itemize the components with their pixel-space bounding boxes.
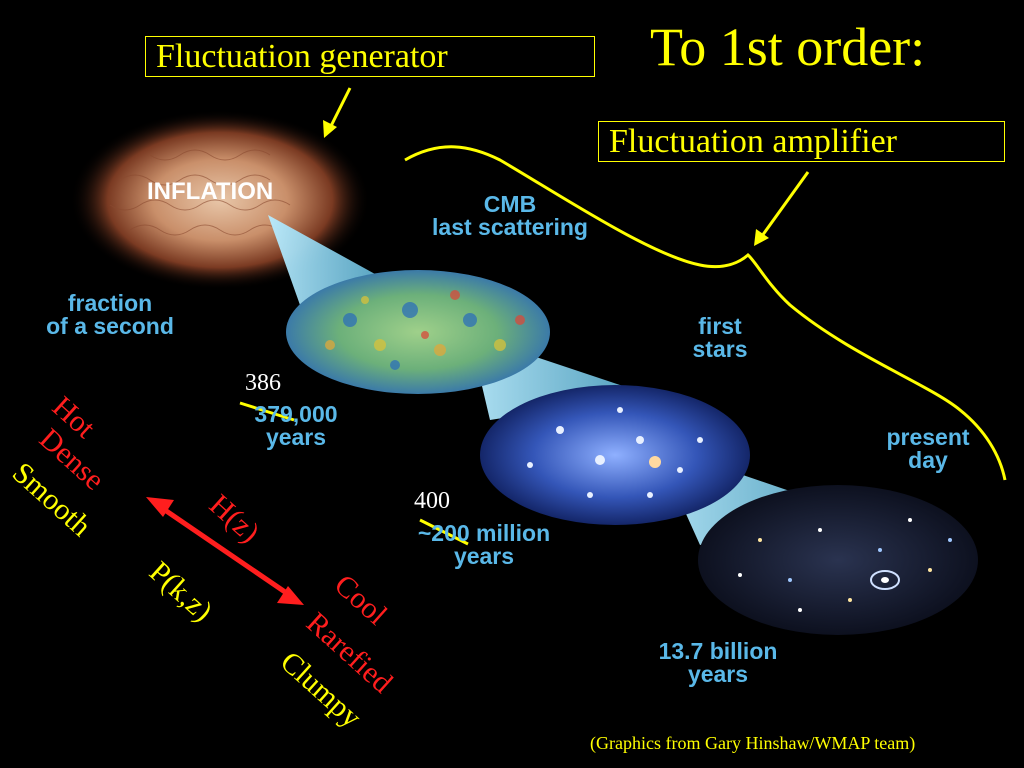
fraction-label-line2: of a second — [46, 313, 174, 339]
inflation-texture — [109, 149, 291, 236]
first-stars-label: first stars — [660, 315, 780, 361]
first-stars-label-line2: stars — [692, 336, 748, 362]
cmb-label: CMB last scattering — [410, 193, 610, 239]
credit-text: (Graphics from Gary Hinshaw/WMAP team) — [590, 733, 916, 753]
present-day-line2: day — [908, 447, 948, 473]
first-stars-image — [480, 385, 750, 525]
fluctuation-amplifier-box: Fluctuation amplifier — [598, 121, 1005, 163]
fluctuation-generator-box: Fluctuation generator — [145, 36, 595, 78]
billion-years-line1: 13.7 billion — [658, 638, 778, 664]
first-stars-label-line1: first — [698, 313, 742, 339]
slide-title: To 1st order: — [650, 17, 926, 77]
fraction-label: fraction of a second — [20, 292, 200, 338]
red-double-arrow — [146, 497, 304, 605]
first-stars-points — [527, 407, 703, 498]
correction-400: 400 — [414, 488, 450, 514]
cmb-label-line1: CMB — [483, 191, 537, 217]
inflation-label: INFLATION — [147, 178, 274, 205]
million-years-line1: ~200 million — [417, 520, 551, 546]
amplifier-brace — [404, 145, 1007, 481]
galaxy-points — [738, 518, 952, 612]
million-years-label: ~200 million years — [396, 522, 572, 568]
years-379000-line1: 379,000 — [254, 401, 338, 427]
strike-379000 — [239, 401, 295, 422]
billion-years-label: 13.7 billion years — [628, 640, 808, 686]
cmb-map — [286, 270, 550, 394]
million-years-line2: years — [453, 543, 515, 569]
present-day-line1: present — [886, 424, 970, 450]
years-379000-label: 379,000 years — [226, 403, 366, 449]
strike-200 — [419, 518, 469, 546]
present-day-image — [698, 485, 978, 635]
present-day-label: present day — [863, 426, 993, 472]
years-379000-line2: years — [265, 424, 327, 450]
fraction-label-line1: fraction — [67, 290, 153, 316]
correction-386: 386 — [245, 370, 281, 396]
billion-years-line2: years — [687, 661, 749, 687]
cmb-label-line2: last scattering — [432, 214, 588, 240]
pointer-arrows — [323, 87, 810, 246]
cmb-speckle — [325, 290, 525, 370]
